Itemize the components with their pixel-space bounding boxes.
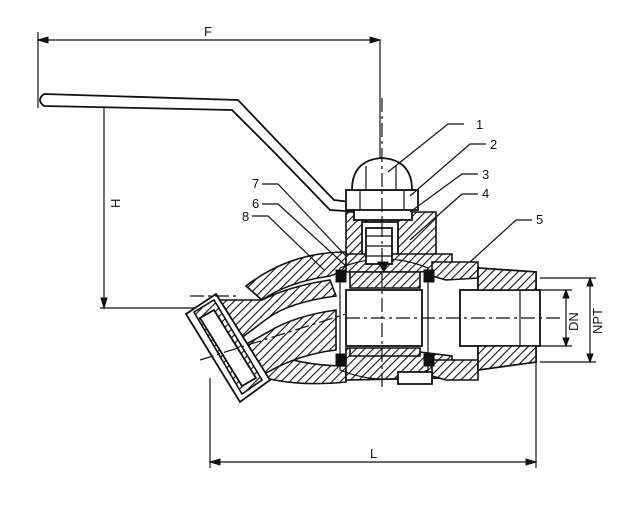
angled-inlet bbox=[184, 279, 338, 404]
dimension-l: L bbox=[208, 362, 538, 468]
dim-h-label: H bbox=[108, 199, 123, 208]
dimension-dn-npt: DN NPT bbox=[540, 276, 605, 364]
part-label-8: 8 bbox=[242, 209, 249, 224]
dimension-h: H bbox=[100, 94, 200, 310]
part-label-3: 3 bbox=[482, 167, 489, 182]
handle-lever bbox=[39, 93, 377, 214]
part-label-1: 1 bbox=[476, 117, 483, 132]
dimension-f: F bbox=[36, 24, 382, 180]
part-label-6: 6 bbox=[252, 196, 259, 211]
part-label-5: 5 bbox=[536, 212, 543, 227]
part-label-4: 4 bbox=[482, 186, 489, 201]
part-label-7: 7 bbox=[252, 176, 259, 191]
dim-npt-label: NPT bbox=[590, 308, 605, 334]
part-callouts: 1 2 3 4 5 6 7 8 bbox=[242, 117, 543, 271]
dim-dn-label: DN bbox=[566, 312, 581, 331]
part-label-2: 2 bbox=[490, 137, 497, 152]
center-lines bbox=[190, 98, 560, 390]
dim-f-label: F bbox=[204, 24, 212, 39]
dim-l-label: L bbox=[370, 446, 377, 461]
